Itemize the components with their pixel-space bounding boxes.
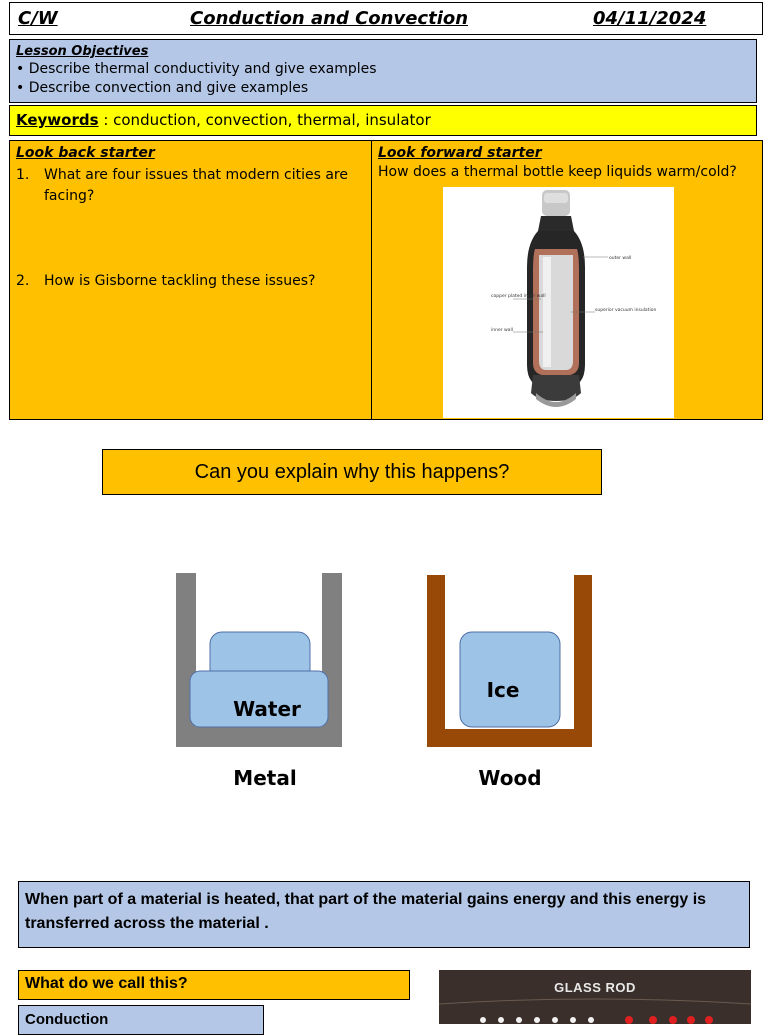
page-title: Conduction and Convection (190, 8, 469, 29)
wood-caption: Wood (478, 766, 541, 790)
bottle-label: outer wall (609, 255, 631, 261)
bottle-label: superior vacuum insulation (595, 307, 656, 313)
question-box: What do we call this? (18, 970, 410, 1000)
keywords-text: : conduction, convection, thermal, insul… (98, 111, 431, 129)
starter-question-1: 1. What are four issues that modern citi… (16, 165, 361, 207)
thermal-bottle-image: outer wall copper plated inner wall inne… (443, 187, 674, 418)
ice-block: Ice (459, 631, 561, 728)
question-text: What are four issues that modern cities … (44, 167, 348, 204)
wood-container (427, 575, 592, 747)
metal-caption: Metal (233, 766, 296, 790)
bottle-label: copper plated inner wall (491, 293, 546, 299)
water-block: Water (189, 631, 329, 728)
objectives-heading: Lesson Objectives (16, 44, 149, 59)
keywords-bar: Keywords : conduction, convection, therm… (9, 105, 757, 136)
question-number: 1. (16, 167, 30, 183)
objective-item: • Describe thermal conductivity and give… (16, 61, 377, 77)
water-label: Water (233, 697, 301, 721)
classwork-label: C/W (18, 8, 58, 29)
lesson-date: 04/11/2024 (593, 8, 707, 29)
look-forward-heading: Look forward starter (378, 145, 542, 161)
explain-prompt: Can you explain why this happens? (102, 449, 602, 495)
glass-rod-image: GLASS ROD (439, 970, 751, 1024)
definition-text: When part of a material is heated, that … (18, 881, 750, 948)
title-bar: C/W Conduction and Convection 04/11/2024 (9, 2, 763, 35)
question-number: 2. (16, 273, 30, 289)
keywords-label: Keywords (16, 111, 99, 129)
metal-wood-diagram: Water Ice Metal Wood (160, 565, 610, 800)
look-back-starter: Look back starter 1. What are four issue… (9, 140, 372, 420)
lesson-objectives: Lesson Objectives • Describe thermal con… (9, 39, 757, 103)
answer-box: Conduction (18, 1005, 264, 1035)
glass-rod-label: GLASS ROD (554, 980, 636, 995)
look-forward-question: How does a thermal bottle keep liquids w… (378, 164, 737, 180)
starter-question-2: 2. How is Gisborne tackling these issues… (16, 271, 361, 292)
bottle-label: inner wall (491, 327, 513, 333)
objective-item: • Describe convection and give examples (16, 79, 309, 96)
look-back-heading: Look back starter (16, 145, 155, 161)
question-text: How is Gisborne tackling these issues? (44, 273, 316, 289)
ice-label: Ice (487, 678, 520, 702)
